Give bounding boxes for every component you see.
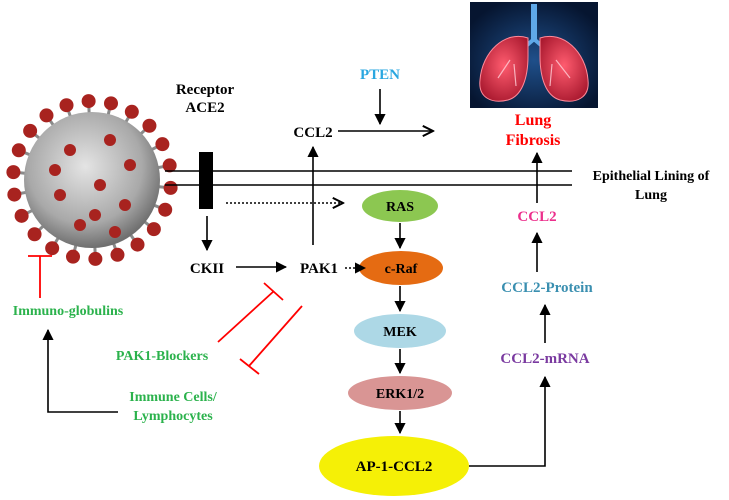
erk-node-label: ERK1/2	[376, 387, 424, 402]
ccl2-mrna-label: CCL2-mRNA	[500, 351, 589, 367]
mek-node-label: MEK	[383, 325, 417, 340]
mek-node: MEK	[354, 314, 446, 348]
coronavirus-icon	[6, 94, 178, 266]
ras-node: RAS	[362, 190, 438, 222]
pak1-label: PAK1	[300, 261, 338, 277]
lungs-icon	[470, 2, 598, 108]
ckii-label: CKII	[190, 261, 224, 277]
arrow-ap1-to-ccl2-mrna	[469, 375, 551, 467]
receptor-label: Receptor	[176, 82, 235, 98]
ccl2-top-label: CCL2	[293, 125, 332, 141]
epithelial-label-1: Epithelial Lining of	[593, 169, 710, 184]
immunoglobulins-label: Immuno-globulins	[13, 304, 124, 319]
craf-node-label: c-Raf	[385, 262, 418, 277]
immune-cells-label-2: Lymphocytes	[133, 409, 213, 424]
lung-fibrosis-label-1: Lung	[515, 112, 551, 129]
ace2-receptor-bar	[199, 152, 213, 209]
arrow-immune-cells-to-immunoglobulins	[42, 328, 118, 413]
inhibit-pak1-blockers	[217, 290, 275, 343]
ras-node-label: RAS	[386, 200, 414, 215]
inhibit-pak1-bar	[263, 282, 284, 301]
erk-node: ERK1/2	[348, 376, 452, 410]
inhibition-lines	[28, 255, 303, 375]
inhibit-immune-bar	[239, 358, 260, 375]
ap1-ccl2-node-label: AP-1-CCL2	[356, 459, 433, 475]
pathway-arrows	[42, 89, 551, 467]
ace2-label: ACE2	[185, 100, 224, 116]
pak1-blockers-label: PAK1-Blockers	[116, 349, 209, 364]
lung-fibrosis-label-2: Fibrosis	[506, 132, 561, 149]
pten-label: PTEN	[360, 67, 400, 83]
ap1-ccl2-node: AP-1-CCL2	[319, 436, 469, 496]
ccl2-protein-label: CCL2-Protein	[501, 280, 593, 296]
craf-node: c-Raf	[359, 251, 443, 285]
ccl2-right-label: CCL2	[517, 209, 556, 225]
inhibit-immune-cells	[248, 305, 303, 367]
immune-cells-label-1: Immune Cells/	[129, 390, 218, 405]
epithelial-label-2: Lung	[635, 188, 667, 203]
